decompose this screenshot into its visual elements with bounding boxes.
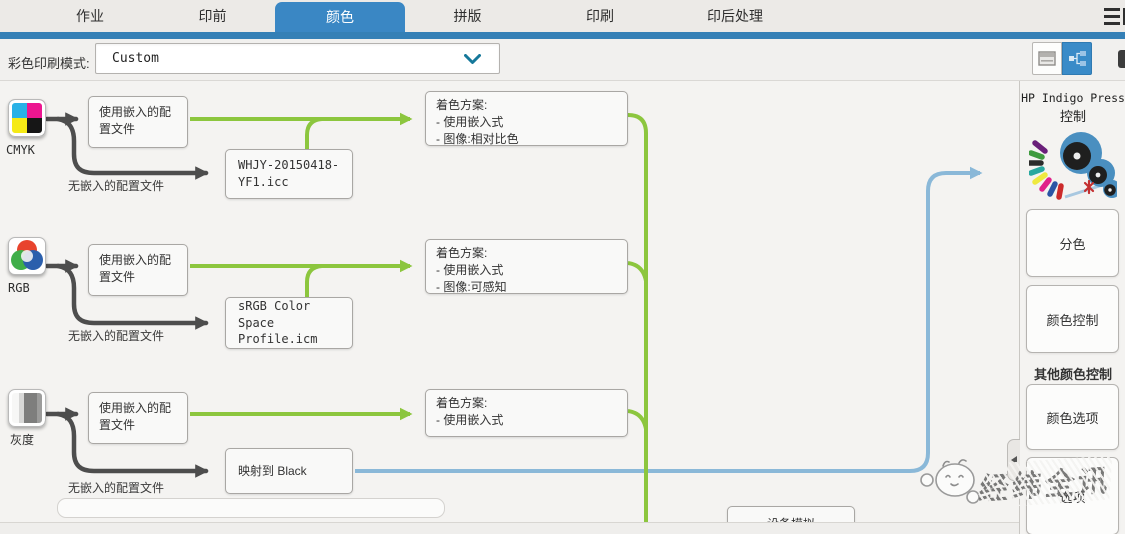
separations-button[interactable]: 分色 (1026, 209, 1119, 277)
fallback-profile-box-rgb[interactable]: sRGB Color Space Profile.icm (225, 297, 353, 349)
connector-wires (44, 112, 983, 534)
embedded-profile-box-cmyk[interactable]: 使用嵌入的配置文件 (88, 96, 188, 148)
menu-icon[interactable] (1104, 7, 1125, 26)
tab-yinhouchuli[interactable]: 印后处理 (707, 8, 763, 24)
rgb-wheel-icon (8, 237, 46, 275)
scheme-line: - 图像:可感知 (436, 279, 507, 294)
color-mode-label: 彩色印刷模式: (8, 56, 90, 71)
cmyk-swatch-icon (8, 99, 46, 137)
color-control-button[interactable]: 颜色控制 (1026, 285, 1119, 353)
no-embedded-label-gray: 无嵌入的配置文件 (68, 481, 165, 495)
indigo-press-rollers-icon (1029, 132, 1117, 200)
tab-yanse[interactable]: 颜色 (275, 2, 405, 32)
source-label-cmyk: CMYK (6, 143, 35, 157)
toolbar: 彩色印刷模式: Custom (0, 39, 1125, 80)
clipped-edge-icon[interactable] (1118, 50, 1125, 68)
other-color-controls-label: 其他颜色控制 (1033, 367, 1112, 382)
scheme-line: - 使用嵌入式 (436, 114, 504, 129)
no-embedded-label-cmyk: 无嵌入的配置文件 (68, 179, 165, 193)
no-embedded-label-rgb: 无嵌入的配置文件 (68, 329, 165, 343)
options-button[interactable]: 选项 (1026, 457, 1119, 534)
flowchart-view-icon (1068, 51, 1086, 66)
color-options-button[interactable]: 颜色选项 (1026, 384, 1119, 450)
panel-subtitle: 控制 (1059, 109, 1086, 124)
tab-accent-bar (0, 32, 1125, 39)
embedded-profile-box-rgb[interactable]: 使用嵌入的配置文件 (88, 244, 188, 296)
collapse-left-icon (1011, 456, 1017, 464)
embedded-profile-box-gray[interactable]: 使用嵌入的配置文件 (88, 392, 188, 444)
tab-yinshua[interactable]: 印刷 (586, 8, 614, 24)
scheme-title: 着色方案: (436, 396, 488, 410)
rendering-scheme-box-cmyk[interactable]: 着色方案: - 使用嵌入式 - 图像:相对比色 (425, 91, 628, 146)
horizontal-scrollbar-thumb[interactable] (57, 498, 445, 518)
press-control-panel: HP Indigo Press 控制 (1007, 81, 1125, 534)
source-label-gray: 灰度 (10, 433, 35, 447)
form-view-icon (1038, 51, 1056, 66)
panel-collapse-handle[interactable] (1007, 439, 1020, 481)
tab-bar: 作业 印前 颜色 拼版 印刷 印后处理 (0, 0, 1125, 32)
color-mode-dropdown[interactable]: Custom (95, 43, 500, 74)
tab-zuoye[interactable]: 作业 (76, 8, 104, 24)
scheme-line: - 图像:相对比色 (436, 131, 519, 146)
chevron-down-icon (464, 54, 481, 64)
form-view-button[interactable] (1032, 42, 1062, 75)
grayscale-icon (8, 389, 46, 427)
tab-pinban[interactable]: 拼版 (453, 8, 482, 24)
view-toggle-group (1032, 42, 1092, 75)
scheme-title: 着色方案: (436, 98, 488, 112)
source-label-rgb: RGB (8, 281, 30, 295)
panel-title: HP Indigo Press (1021, 91, 1125, 105)
color-flow-diagram: CMYK 使用嵌入的配置文件 WHJY-20150418-YF1.icc 无嵌入… (0, 80, 1125, 534)
flowchart-view-button[interactable] (1062, 42, 1092, 75)
fallback-profile-box-gray[interactable]: 映射到 Black (225, 448, 353, 494)
scheme-line: - 使用嵌入式 (436, 262, 504, 277)
scheme-title: 着色方案: (436, 246, 488, 260)
fallback-profile-box-cmyk[interactable]: WHJY-20150418-YF1.icc (225, 149, 353, 199)
bottom-scroll-track (0, 522, 1019, 534)
rendering-scheme-box-gray[interactable]: 着色方案: - 使用嵌入式 (425, 389, 628, 437)
rendering-scheme-box-rgb[interactable]: 着色方案: - 使用嵌入式 - 图像:可感知 (425, 239, 628, 294)
tab-yinqian[interactable]: 印前 (198, 8, 227, 24)
color-mode-value: Custom (112, 51, 159, 66)
scheme-line: - 使用嵌入式 (436, 412, 504, 427)
